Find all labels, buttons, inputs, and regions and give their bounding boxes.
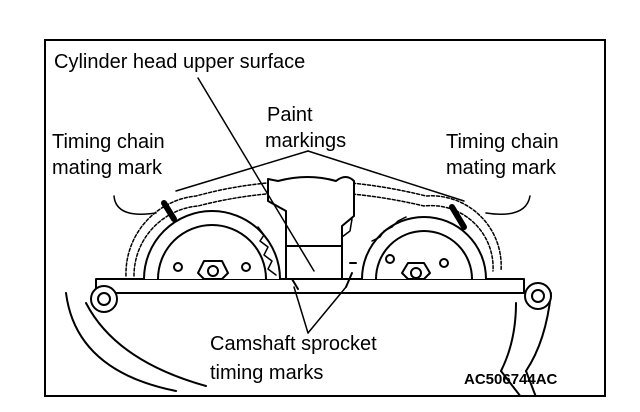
left-camshaft-sprocket (143, 210, 281, 280)
label-timing-chain-mating-mark-left-line1: Timing chain (52, 131, 165, 153)
label-paint-markings-line1: Paint (267, 104, 313, 126)
label-timing-chain-mating-mark-right-line1: Timing chain (446, 131, 559, 153)
chain-guide (267, 176, 355, 280)
label-timing-chain-mating-mark-left-line2: mating mark (52, 157, 163, 179)
label-camshaft-sprocket-timing-marks-line2: timing marks (210, 362, 324, 384)
left-bolt-boss (90, 285, 118, 313)
paint-markings (161, 200, 467, 230)
camshaft-timing-marks (291, 262, 357, 290)
right-camshaft-sprocket (361, 216, 487, 280)
diagram-frame: Cylinder head upper surface Paint markin… (44, 39, 606, 397)
figure-code: AC506744AC (464, 371, 558, 388)
cylinder-head-plate (95, 278, 525, 294)
right-bolt-boss (524, 282, 552, 310)
label-camshaft-sprocket-timing-marks-line1: Camshaft sprocket (210, 333, 377, 355)
leader-lines (113, 77, 531, 334)
label-cylinder-head-upper-surface: Cylinder head upper surface (54, 51, 306, 73)
engine-timing-illustration (65, 77, 552, 395)
label-paint-markings-line2: markings (265, 130, 347, 152)
label-timing-chain-mating-mark-right-line2: mating mark (446, 157, 557, 179)
